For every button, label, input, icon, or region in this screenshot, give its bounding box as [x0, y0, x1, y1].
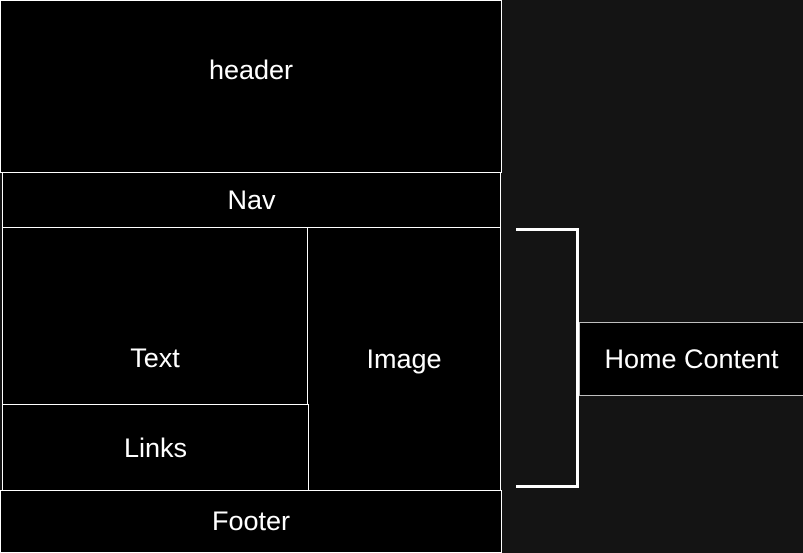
footer-region: Footer: [0, 490, 502, 553]
home-content-bracket: [516, 228, 579, 488]
image-label: Image: [366, 344, 442, 374]
nav-label: Nav: [227, 185, 276, 215]
links-region: Links: [2, 404, 309, 492]
nav-region: Nav: [2, 172, 501, 229]
home-content-annotation: Home Content: [579, 322, 803, 396]
image-region: Image: [307, 227, 501, 492]
footer-label: Footer: [211, 506, 291, 536]
links-label: Links: [123, 432, 188, 463]
text-region: Text: [2, 227, 308, 405]
text-label: Text: [130, 343, 180, 373]
header-region: header: [0, 0, 502, 173]
header-label: header: [208, 55, 294, 85]
home-content-label: Home Content: [604, 343, 779, 374]
